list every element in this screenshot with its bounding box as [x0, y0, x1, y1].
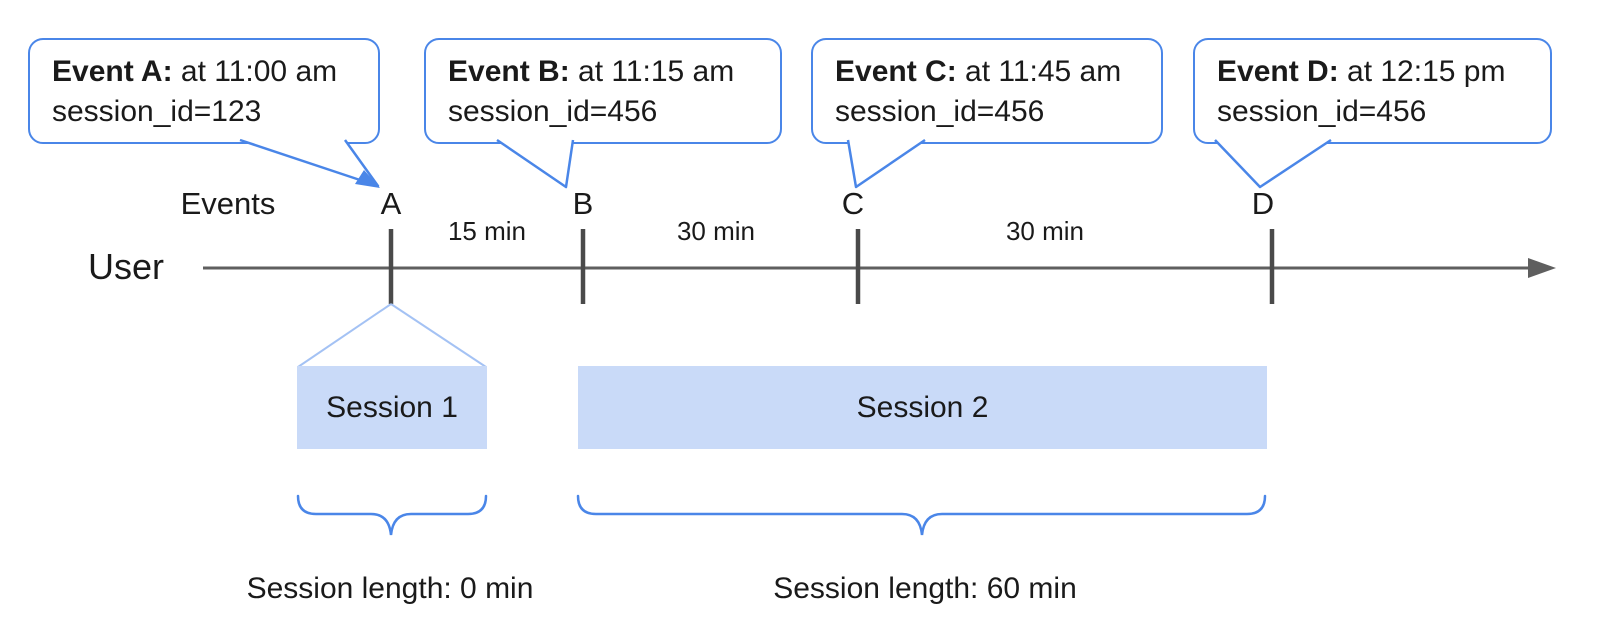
event-letter-a: A [380, 186, 402, 221]
session-1-box: Session 1 [297, 366, 487, 449]
brace-session-2 [576, 494, 1267, 536]
event-a-session-id: session_id=123 [52, 95, 262, 128]
session-2-box: Session 2 [578, 366, 1267, 449]
event-c-line1: Event C: at 11:45 am [835, 52, 1161, 92]
interval-label-b-c: 30 min [676, 216, 756, 246]
event-c-session-id: session_id=456 [835, 95, 1045, 128]
session-1-label: Session 1 [326, 390, 458, 424]
event-d-callout: Event D: at 12:15 pm session_id=456 [1193, 38, 1552, 144]
event-b-name: Event B: [448, 55, 570, 88]
funnel-line-right [390, 303, 487, 368]
event-d-time: at 12:15 pm [1338, 55, 1506, 88]
event-d-session-id: session_id=456 [1217, 95, 1427, 128]
event-d-callout-tail [1214, 138, 1332, 189]
event-b-callout-tail [496, 138, 575, 189]
event-b-callout: Event B: at 11:15 am session_id=456 [424, 38, 782, 144]
event-d-line1: Event D: at 12:15 pm [1217, 52, 1550, 92]
event-a-line1: Event A: at 11:00 am [52, 52, 378, 92]
event-letter-d: D [1251, 186, 1275, 221]
event-letter-b: B [572, 186, 594, 221]
event-a-time: at 11:00 am [172, 55, 338, 88]
interval-label-c-d: 30 min [1005, 216, 1085, 246]
event-c-name: Event C: [835, 55, 957, 88]
event-c-callout-tail [846, 138, 926, 189]
timeline-arrowhead-icon [1528, 258, 1556, 278]
event-b-line1: Event B: at 11:15 am [448, 52, 780, 92]
events-axis-label: Events [180, 186, 276, 221]
event-b-session-id: session_id=456 [448, 95, 658, 128]
event-a-callout: Event A: at 11:00 am session_id=123 [28, 38, 380, 144]
event-letter-c: C [841, 186, 865, 221]
event-a-callout-tail [239, 138, 380, 188]
event-c-callout: Event C: at 11:45 am session_id=456 [811, 38, 1163, 144]
event-d-name: Event D: [1217, 55, 1339, 88]
funnel-line-left [297, 303, 392, 368]
session-2-label: Session 2 [856, 390, 989, 424]
session-1-length-label: Session length: 0 min [246, 572, 534, 605]
event-c-time: at 11:45 am [956, 55, 1122, 88]
brace-session-1 [296, 494, 488, 536]
event-a-name: Event A: [52, 55, 173, 88]
user-axis-label: User [88, 246, 165, 287]
session-2-length-label: Session length: 60 min [773, 572, 1077, 605]
interval-label-a-b: 15 min [447, 216, 527, 246]
event-b-time: at 11:15 am [569, 55, 735, 88]
